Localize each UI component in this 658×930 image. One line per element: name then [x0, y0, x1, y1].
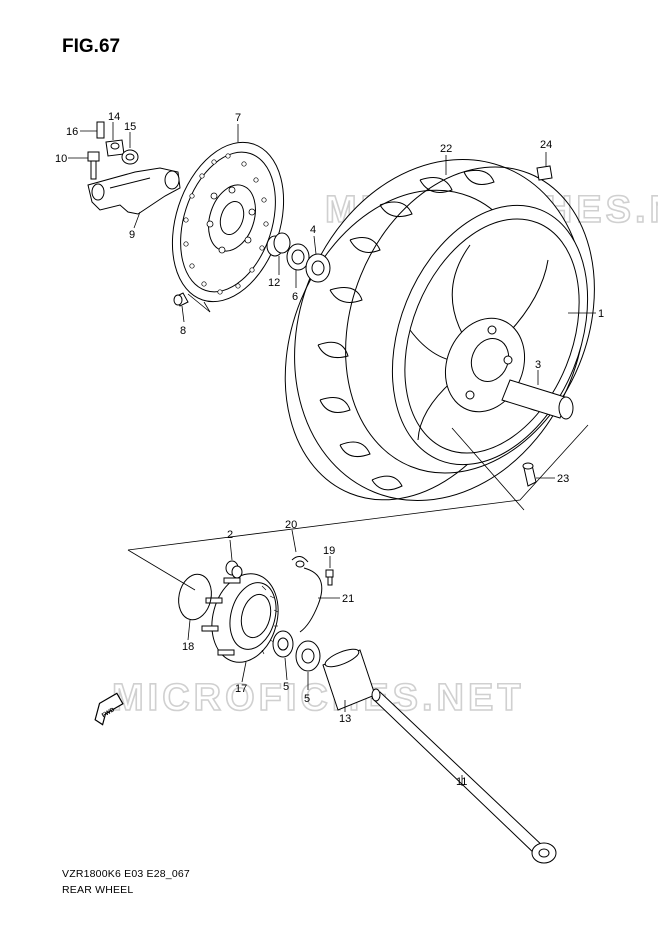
- callout-2: 2: [227, 529, 233, 541]
- callout-9: 9: [129, 229, 135, 241]
- watermark-bottom: MICROFICHES.NET: [112, 677, 525, 719]
- callout-14: 14: [108, 111, 120, 123]
- callout-7: 7: [235, 112, 241, 124]
- callout-3: 3: [535, 359, 541, 371]
- callout-23: 23: [557, 473, 569, 485]
- callout-21: 21: [342, 593, 354, 605]
- screw-19: [325, 569, 334, 586]
- callout-8: 8: [180, 325, 186, 337]
- axle-spacer-3: [501, 379, 574, 420]
- final-drive-hub-17: [201, 573, 279, 663]
- figure-title: FIG.67: [62, 36, 121, 57]
- rear-wheel-tire: [284, 158, 595, 502]
- callout-numbers: 7 14 15 16 10 9 22 24 1 3 23 4 12 6 8 2 …: [55, 111, 604, 788]
- damper-2: [225, 560, 243, 579]
- callout-15: 15: [124, 121, 136, 133]
- callout-19: 19: [323, 545, 335, 557]
- callout-24: 24: [540, 139, 552, 151]
- caliper-bracket-9: [87, 167, 181, 215]
- spacer-12: [266, 232, 291, 257]
- disc-bolt-8: [173, 292, 189, 307]
- oil-seal-6: [286, 243, 310, 271]
- rear-axle-11: [371, 688, 557, 864]
- tire-valve-23: [522, 462, 537, 487]
- nut-14: [105, 139, 125, 157]
- model-code: VZR1800K6 E03 E28_067: [62, 868, 190, 880]
- callout-10: 10: [55, 153, 67, 165]
- callout-18: 18: [182, 641, 194, 653]
- wire-21: [299, 567, 323, 633]
- spacer-13: [322, 648, 376, 711]
- callout-11: 11: [456, 776, 467, 788]
- section-name: REAR WHEEL: [62, 884, 134, 896]
- brake-disc-7: [171, 141, 285, 303]
- balance-weight-24: [536, 165, 553, 181]
- bearing-4: [305, 253, 331, 283]
- callout-5a: 5: [283, 681, 289, 693]
- leader-lines: [68, 122, 596, 786]
- callout-16: 16: [66, 126, 78, 138]
- bolt-10: [87, 151, 100, 180]
- callout-17: 17: [235, 683, 247, 695]
- callout-12: 12: [268, 277, 280, 289]
- callout-13: 13: [339, 713, 351, 725]
- sensor-rotor-20: [291, 556, 309, 568]
- callout-1: 1: [598, 308, 604, 320]
- assembly-guide-lines: [127, 293, 589, 591]
- callout-22: 22: [440, 143, 452, 155]
- callout-5b: 5: [304, 693, 310, 705]
- callout-6: 6: [292, 291, 298, 303]
- callout-20: 20: [285, 519, 297, 531]
- callout-4: 4: [310, 224, 316, 236]
- bearing-5b: [295, 640, 321, 672]
- washer-15: [121, 149, 139, 165]
- o-ring-18: [178, 573, 212, 621]
- cotter-pin-16: [96, 121, 105, 139]
- bearing-5a: [272, 630, 294, 658]
